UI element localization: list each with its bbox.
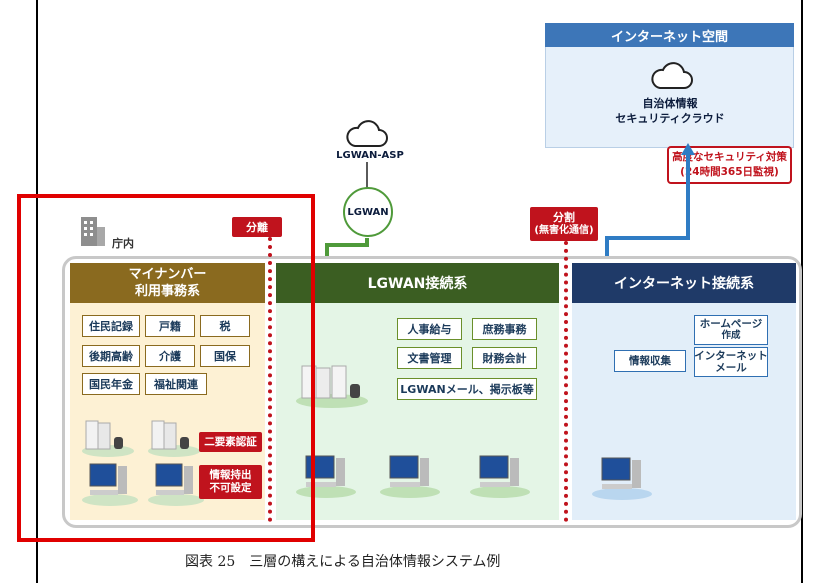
split-tag-sublabel: (無害化通信) bbox=[534, 225, 594, 236]
chip-jinji-kyuyo: 人事給与 bbox=[397, 318, 462, 340]
chip-kaigo: 介護 bbox=[145, 345, 195, 367]
chip-internet-mail: インターネット メール bbox=[694, 347, 768, 377]
chip-lgwan-mail: LGWANメール、掲示板等 bbox=[397, 378, 537, 400]
separation-tag: 分離 bbox=[232, 217, 282, 237]
chip-bunsho-kanri: 文書管理 bbox=[397, 347, 462, 369]
frame-right-border bbox=[801, 0, 803, 583]
chip-koseki: 戸籍 bbox=[145, 315, 195, 337]
chip-juminkiroku: 住民記録 bbox=[82, 315, 140, 337]
lgwan-zone-title: LGWAN接続系 bbox=[276, 263, 559, 303]
internet-zone-title: インターネット接続系 bbox=[572, 263, 796, 303]
info-restriction-tag: 情報持出 不可設定 bbox=[199, 465, 262, 499]
figure-caption: 図表 25 三層の構えによる自治体情報システム例 bbox=[185, 554, 501, 570]
chip-kokuho: 国保 bbox=[200, 345, 250, 367]
internet-space-title: インターネット空間 bbox=[545, 23, 794, 47]
chip-info-collect: 情報収集 bbox=[614, 350, 686, 372]
chip-homepage-line2: 作成 bbox=[721, 330, 741, 341]
mynumber-pc-icon-2 bbox=[148, 463, 204, 506]
lgwan-pc-icon-3 bbox=[470, 455, 530, 498]
mynumber-server-icon-1 bbox=[82, 420, 134, 457]
split-tag: 分割 (無害化通信) bbox=[530, 207, 598, 241]
mynumber-pc-icon-1 bbox=[82, 463, 138, 506]
split-line bbox=[564, 241, 568, 522]
chip-zei: 税 bbox=[200, 315, 250, 337]
split-tag-label: 分割 bbox=[553, 211, 575, 224]
security-note-line2: (24時間365日監視) bbox=[680, 166, 779, 178]
chip-homepage-line1: ホームページ bbox=[699, 318, 763, 330]
building-icon bbox=[81, 217, 105, 246]
chip-internet-mail-line1: インターネット bbox=[694, 350, 768, 362]
info-restriction-line1: 情報持出 bbox=[209, 469, 252, 481]
chip-internet-mail-line2: メール bbox=[715, 362, 747, 374]
mynumber-zone-title: マイナンバー 利用事務系 bbox=[70, 263, 265, 303]
lgwan-pc-icon-2 bbox=[380, 455, 440, 498]
chip-kokumin-nenkin: 国民年金 bbox=[82, 373, 140, 395]
mynumber-server-icon-2 bbox=[148, 420, 200, 457]
chip-shomu-jimu: 庶務事務 bbox=[472, 318, 537, 340]
mynumber-title-line1: マイナンバー bbox=[128, 267, 207, 282]
chonai-label: 庁内 bbox=[112, 237, 134, 250]
chip-zaimu-kaikei: 財務会計 bbox=[472, 347, 537, 369]
security-note-line1: 高度なセキュリティ対策 bbox=[672, 151, 787, 163]
chip-kouki-koureisha: 後期高齢 bbox=[82, 345, 140, 367]
internet-pc-icon bbox=[592, 457, 652, 500]
security-cloud-label-2: セキュリティクラウド bbox=[615, 112, 725, 125]
mynumber-title-line2: 利用事務系 bbox=[134, 284, 200, 299]
separation-line bbox=[268, 237, 272, 522]
lgwan-hub-label: LGWAN bbox=[347, 206, 389, 218]
frame-left-border bbox=[36, 0, 38, 583]
lgwan-asp-label: LGWAN-ASP bbox=[336, 150, 404, 161]
chip-homepage: ホームページ 作成 bbox=[694, 315, 768, 345]
security-cloud-icon bbox=[651, 62, 693, 89]
lgwan-hub: LGWAN bbox=[343, 187, 393, 237]
highlight-box bbox=[17, 194, 315, 542]
chip-fukushi: 福祉関連 bbox=[145, 373, 207, 395]
lgwan-asp-cloud-icon bbox=[346, 120, 388, 147]
security-cloud-label-1: 自治体情報 bbox=[642, 97, 698, 110]
info-restriction-line2: 不可設定 bbox=[209, 482, 252, 494]
two-factor-tag: 二要素認証 bbox=[199, 432, 262, 452]
